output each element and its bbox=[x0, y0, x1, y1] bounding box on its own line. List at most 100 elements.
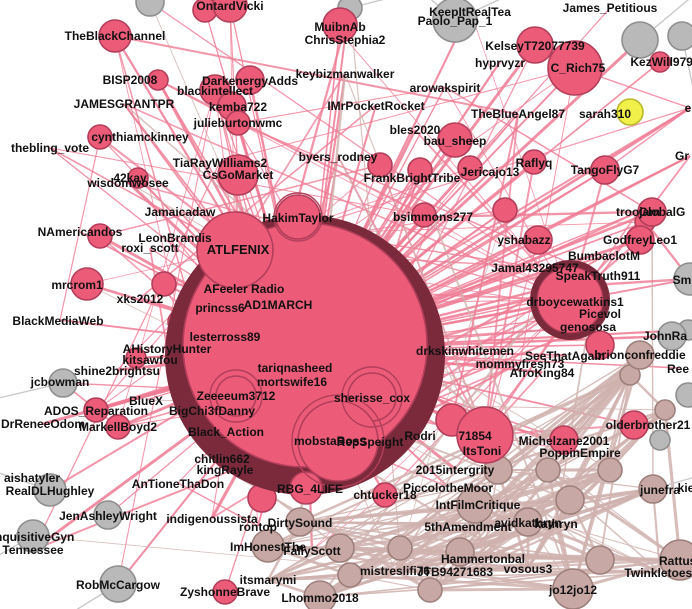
node-label: FrankBrightTribe bbox=[364, 171, 461, 185]
edge-line bbox=[555, 523, 681, 561]
node-label: mortswife16 bbox=[257, 375, 327, 389]
node-label: IntFilmCritique bbox=[436, 498, 521, 512]
graph-node[interactable] bbox=[536, 266, 604, 334]
graph-node[interactable] bbox=[285, 507, 315, 537]
graph-node[interactable] bbox=[196, 211, 274, 289]
graph-node[interactable] bbox=[33, 473, 67, 507]
graph-node[interactable] bbox=[48, 368, 78, 398]
graph-node[interactable] bbox=[654, 399, 676, 421]
node-label: thebling_vote bbox=[11, 141, 89, 155]
graph-node[interactable] bbox=[549, 425, 579, 455]
graph-node[interactable] bbox=[337, 562, 363, 588]
graph-node[interactable] bbox=[621, 21, 659, 59]
graph-node[interactable] bbox=[212, 579, 238, 605]
node-label: BISP2008 bbox=[103, 73, 158, 87]
graph-node[interactable] bbox=[535, 457, 561, 483]
graph-node[interactable] bbox=[513, 507, 543, 537]
graph-node[interactable] bbox=[637, 197, 667, 227]
graph-node[interactable] bbox=[93, 500, 123, 530]
graph-node[interactable] bbox=[456, 406, 514, 464]
node-label: kitsawfou bbox=[122, 353, 177, 367]
node-label: 42kay bbox=[113, 171, 147, 185]
graph-node[interactable] bbox=[437, 122, 473, 158]
node-label: ZyshonneBrave bbox=[180, 585, 270, 599]
node-layer bbox=[16, 0, 692, 609]
graph-node[interactable] bbox=[16, 519, 50, 553]
graph-node[interactable] bbox=[417, 577, 443, 603]
graph-node[interactable] bbox=[523, 225, 553, 255]
graph-node[interactable] bbox=[99, 565, 137, 603]
graph-node[interactable] bbox=[521, 149, 547, 175]
graph-node[interactable] bbox=[235, 65, 265, 95]
graph-node[interactable] bbox=[616, 98, 644, 126]
graph-node[interactable] bbox=[387, 535, 413, 561]
graph-node[interactable] bbox=[547, 40, 603, 96]
node-label: ChrisStephia2 bbox=[305, 33, 386, 47]
node-label: GodfreyLeo1 bbox=[603, 233, 677, 247]
graph-node[interactable] bbox=[87, 223, 113, 249]
graph-node[interactable] bbox=[675, 382, 692, 408]
node-label: KeepItRealTea bbox=[429, 5, 511, 19]
graph-node[interactable] bbox=[127, 167, 149, 189]
graph-node[interactable] bbox=[98, 19, 132, 53]
graph-node[interactable] bbox=[516, 26, 554, 64]
graph-node[interactable] bbox=[275, 194, 321, 240]
graph-node[interactable] bbox=[70, 267, 104, 301]
node-label: GlobalG bbox=[639, 205, 686, 219]
node-label: Picevol bbox=[579, 307, 621, 321]
graph-node[interactable] bbox=[432, 0, 478, 43]
graph-node[interactable] bbox=[590, 155, 620, 185]
graph-node[interactable] bbox=[251, 529, 285, 563]
graph-node[interactable] bbox=[325, 533, 355, 563]
graph-node[interactable] bbox=[597, 457, 623, 483]
graph-node[interactable] bbox=[83, 397, 109, 423]
graph-node[interactable] bbox=[457, 155, 483, 181]
graph-node[interactable] bbox=[411, 202, 437, 228]
graph-node[interactable] bbox=[151, 271, 177, 297]
graph-node[interactable] bbox=[649, 429, 671, 451]
graph-node[interactable] bbox=[649, 51, 671, 73]
node-label: julieburtonwmc bbox=[193, 116, 283, 130]
node-label: sherisse_cox bbox=[334, 391, 410, 405]
graph-node[interactable] bbox=[135, 0, 165, 17]
graph-node[interactable] bbox=[638, 474, 668, 504]
edge-line bbox=[177, 482, 259, 527]
graph-node[interactable] bbox=[147, 69, 169, 91]
graph-node[interactable] bbox=[555, 485, 585, 515]
graph-node[interactable] bbox=[657, 321, 687, 351]
graph-node[interactable] bbox=[445, 537, 475, 567]
graph-node[interactable] bbox=[625, 340, 655, 370]
edge-line bbox=[267, 469, 611, 547]
graph-node[interactable] bbox=[125, 347, 147, 369]
edge-line bbox=[117, 89, 216, 428]
graph-node[interactable] bbox=[625, 225, 655, 255]
graph-node[interactable] bbox=[552, 568, 594, 609]
graph-node[interactable] bbox=[105, 414, 131, 440]
graph-node[interactable] bbox=[492, 197, 518, 223]
node-label: drkskinwhitemen bbox=[416, 344, 514, 358]
graph-node[interactable] bbox=[667, 21, 692, 51]
graph-node[interactable] bbox=[456, 486, 494, 524]
graph-node[interactable] bbox=[87, 124, 113, 150]
node-label: Tennessee bbox=[2, 543, 63, 557]
node-label: OntardVicki bbox=[196, 0, 263, 13]
graph-node[interactable] bbox=[225, 110, 251, 136]
graph-node[interactable] bbox=[619, 410, 649, 440]
graph-node[interactable] bbox=[297, 400, 379, 482]
graph-node[interactable] bbox=[217, 154, 259, 196]
graph-node[interactable] bbox=[407, 157, 433, 183]
graph-node[interactable] bbox=[585, 545, 615, 575]
node-label: shine2brightsu bbox=[74, 364, 160, 378]
graph-node[interactable] bbox=[303, 580, 337, 609]
graph-node[interactable] bbox=[372, 482, 398, 508]
graph-node[interactable] bbox=[322, 7, 358, 43]
graph-node[interactable] bbox=[585, 330, 615, 360]
graph-node[interactable] bbox=[212, 0, 248, 23]
node-label: ItsToni bbox=[463, 444, 501, 458]
graph-node[interactable] bbox=[659, 539, 692, 581]
graph-node[interactable] bbox=[673, 262, 692, 296]
node-label: KezWill9793 bbox=[630, 55, 692, 69]
graph-node[interactable] bbox=[367, 152, 393, 178]
graph-node[interactable] bbox=[215, 375, 257, 417]
